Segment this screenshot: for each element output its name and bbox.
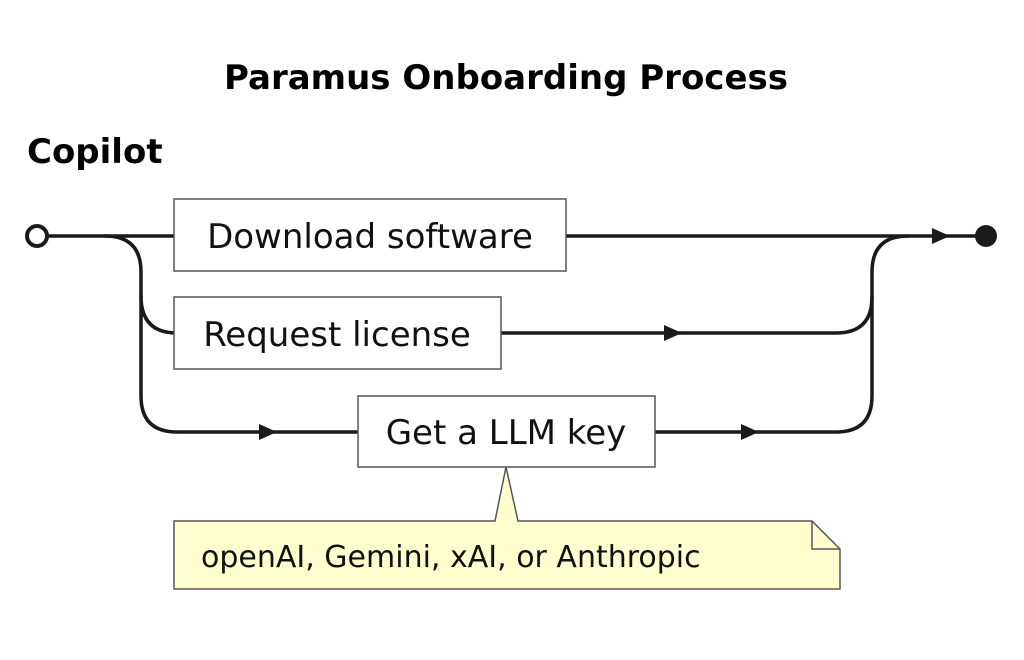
llm-provider-note: openAI, Gemini, xAI, or Anthropic (173, 466, 841, 590)
wire-llm-key-out (653, 234, 910, 434)
step-get-llm-key: Get a LLM key (357, 395, 656, 468)
diagram-title: Paramus Onboarding Process (224, 58, 788, 98)
arrow-end (932, 228, 950, 244)
connector-lines (47, 234, 977, 434)
step-label: Get a LLM key (386, 413, 627, 453)
swimlane-label: Copilot (27, 132, 163, 172)
step-label: Request license (203, 315, 471, 355)
wire-branch-left (103, 234, 360, 434)
note-text: openAI, Gemini, xAI, or Anthropic (201, 540, 701, 575)
step-label: Download software (207, 217, 533, 257)
arrow-request-license (664, 325, 682, 341)
end-node (975, 225, 997, 247)
wire-to-request-license (139, 294, 179, 335)
arrow-after-llm-key (741, 424, 759, 440)
step-download-software: Download software (173, 198, 567, 272)
note-fold-corner (811, 521, 840, 550)
start-node (25, 224, 49, 248)
step-request-license: Request license (173, 296, 502, 370)
arrow-before-llm-key (259, 424, 277, 440)
arrowheads (259, 228, 950, 440)
wire-request-license-out (499, 295, 874, 335)
